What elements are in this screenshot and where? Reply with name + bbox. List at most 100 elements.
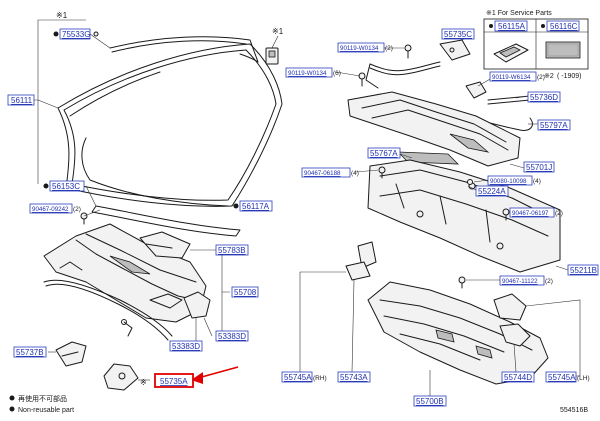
label-90119-w6134[interactable]: 90119-W6134 (2): [489, 71, 545, 82]
label-53383d-right-text: 53383D: [218, 332, 246, 341]
clip-90080-10098[interactable]: [467, 179, 473, 185]
label-90467-11122[interactable]: 90467-11122 (2): [499, 275, 553, 286]
service-part-56116c[interactable]: 56116C: [546, 20, 580, 32]
label-55745a-lh-text: 55745A: [548, 373, 576, 382]
label-56117a[interactable]: 56117A: [233, 200, 273, 212]
label-55783b-text: 55783B: [218, 246, 246, 255]
cowl-lower-panel[interactable]: [367, 281, 549, 385]
qty-55745a-rh: (RH): [313, 375, 327, 382]
label-75533g-text: 75533G: [62, 30, 90, 39]
label-90467-06197[interactable]: 90467-06197 (2): [509, 207, 563, 218]
label-90119-w0134-left-text: 90119-W0134: [288, 70, 327, 77]
qty-90467-06197: (2): [555, 210, 563, 217]
label-56111[interactable]: 56111: [7, 94, 35, 106]
windshield-moulding-upper[interactable]: [109, 36, 259, 63]
hood-support-rod[interactable]: [487, 95, 531, 105]
cowl-side-panel-right[interactable]: [367, 159, 561, 273]
label-90119-w0134-top-text: 90119-W0134: [340, 45, 379, 52]
clip-75533g[interactable]: [93, 31, 99, 37]
label-90467-09242-text: 90467-09242: [32, 206, 69, 213]
label-55767a[interactable]: 55767A: [367, 147, 401, 159]
cowl-bracket-rh[interactable]: [357, 241, 377, 269]
cowl-top-outer-panel[interactable]: [347, 91, 521, 167]
label-55735a[interactable]: 55735A: [154, 373, 194, 388]
qty-90080-10098: (4): [533, 178, 541, 185]
label-55745a-lh[interactable]: 55745A (LH): [545, 371, 590, 383]
non-reusable-jp: 再使用不可部品: [18, 394, 67, 403]
label-55745a-rh[interactable]: 55745A (RH): [281, 371, 327, 383]
label-53383d-left-text: 53383D: [172, 342, 200, 351]
service-part-56116c-label: 56116C: [550, 22, 578, 31]
bolt-90119-w0134-left[interactable]: [358, 72, 366, 87]
cowl-corner-piece[interactable]: [103, 363, 139, 391]
cowl-seal-strip[interactable]: [43, 279, 173, 341]
label-55797a[interactable]: 55797A: [537, 119, 571, 131]
cowl-louver-left[interactable]: [43, 223, 207, 323]
qty-90467-06188: (4): [351, 170, 359, 177]
note2-text: ( -1909): [557, 73, 582, 80]
windshield-lower-moulding[interactable]: [91, 205, 241, 237]
label-56153c[interactable]: 56153C: [43, 180, 85, 192]
label-55735c-text: 55735C: [444, 30, 472, 39]
label-75533g[interactable]: 75533G: [53, 28, 91, 40]
label-55708-text: 55708: [234, 288, 257, 297]
service-part-56115a[interactable]: 56115A: [494, 20, 528, 32]
label-55783b[interactable]: 55783B: [215, 244, 249, 256]
label-55744d[interactable]: 55744D: [501, 371, 535, 383]
label-55743a[interactable]: 55743A: [337, 371, 371, 383]
clip-90467-06188[interactable]: [378, 166, 386, 179]
label-55737b-text: 55737B: [16, 348, 44, 357]
windshield-clip-upper[interactable]: [265, 47, 279, 65]
cowl-bracket-lh[interactable]: [493, 293, 527, 321]
label-55737b[interactable]: 55737B: [13, 346, 47, 358]
bolt-90119-w0134-top[interactable]: [404, 44, 412, 59]
cowl-top-bracket[interactable]: [139, 231, 191, 259]
label-55224a[interactable]: 55224A: [475, 185, 509, 197]
clip-90467-11122[interactable]: [458, 276, 466, 289]
label-53383d-left[interactable]: 53383D: [169, 340, 203, 352]
label-90119-w6134-text: 90119-W6134: [492, 74, 531, 81]
qty-90119-w0134-left: (6): [333, 70, 341, 77]
label-90080-10098[interactable]: 90080-10098 (4): [487, 175, 541, 186]
label-90080-10098-text: 90080-10098: [490, 178, 527, 185]
clip-90467-09242[interactable]: [80, 212, 88, 225]
service-part-56116c-image: [545, 41, 581, 59]
hood-seal-small[interactable]: [121, 319, 133, 337]
qty-55745a-lh: (LH): [577, 375, 590, 382]
label-55744d-text: 55744D: [504, 373, 532, 382]
label-55701j-text: 55701J: [526, 163, 552, 172]
star1-mark-clip: ※1: [272, 27, 284, 36]
label-55708[interactable]: 55708: [231, 286, 259, 298]
label-55211b[interactable]: 55211B: [567, 264, 599, 276]
label-55797a-text: 55797A: [540, 121, 568, 130]
cowl-wire-harness[interactable]: [365, 61, 441, 89]
label-90119-w0134-left[interactable]: 90119-W0134 (6): [285, 67, 341, 78]
service-part-56115a-label: 56115A: [498, 22, 526, 31]
label-53383d-right[interactable]: 53383D: [215, 330, 249, 342]
label-90119-w0134-top[interactable]: 90119-W0134 (2): [337, 42, 393, 53]
label-55700b-text: 55700B: [416, 397, 444, 406]
highlight-arrow: [191, 366, 239, 384]
service-parts-legend: ※1 For Service Parts 56115A 56116C ※2 ( …: [483, 10, 589, 80]
cowl-bracket-top[interactable]: [439, 39, 471, 61]
cowl-brace[interactable]: [499, 323, 531, 347]
label-55700b[interactable]: 55700B: [413, 395, 447, 407]
star1-mark-top: ※1: [56, 11, 68, 20]
cowl-end-cap[interactable]: [183, 291, 211, 319]
label-55735c[interactable]: 55735C: [441, 28, 475, 40]
label-90467-09242[interactable]: 90467-09242 (2): [29, 203, 81, 214]
label-55743a-text: 55743A: [340, 373, 368, 382]
label-55224a-text: 55224A: [478, 187, 506, 196]
cowl-bracket-center[interactable]: [345, 261, 371, 281]
cowl-side-cover[interactable]: [55, 341, 87, 367]
label-90467-06188[interactable]: 90467-06188 (4): [301, 167, 359, 178]
cowl-clamp[interactable]: [465, 81, 487, 99]
label-55211b-text: 55211B: [570, 266, 597, 275]
non-reusable-en: Non-reusable part: [18, 407, 74, 414]
label-55736d[interactable]: 55736D: [527, 91, 561, 103]
label-55701j[interactable]: 55701J: [523, 161, 555, 173]
label-56153c-text: 56153C: [52, 182, 80, 191]
windshield-glass[interactable]: [57, 43, 283, 207]
windshield-moulding-side[interactable]: [81, 137, 229, 207]
